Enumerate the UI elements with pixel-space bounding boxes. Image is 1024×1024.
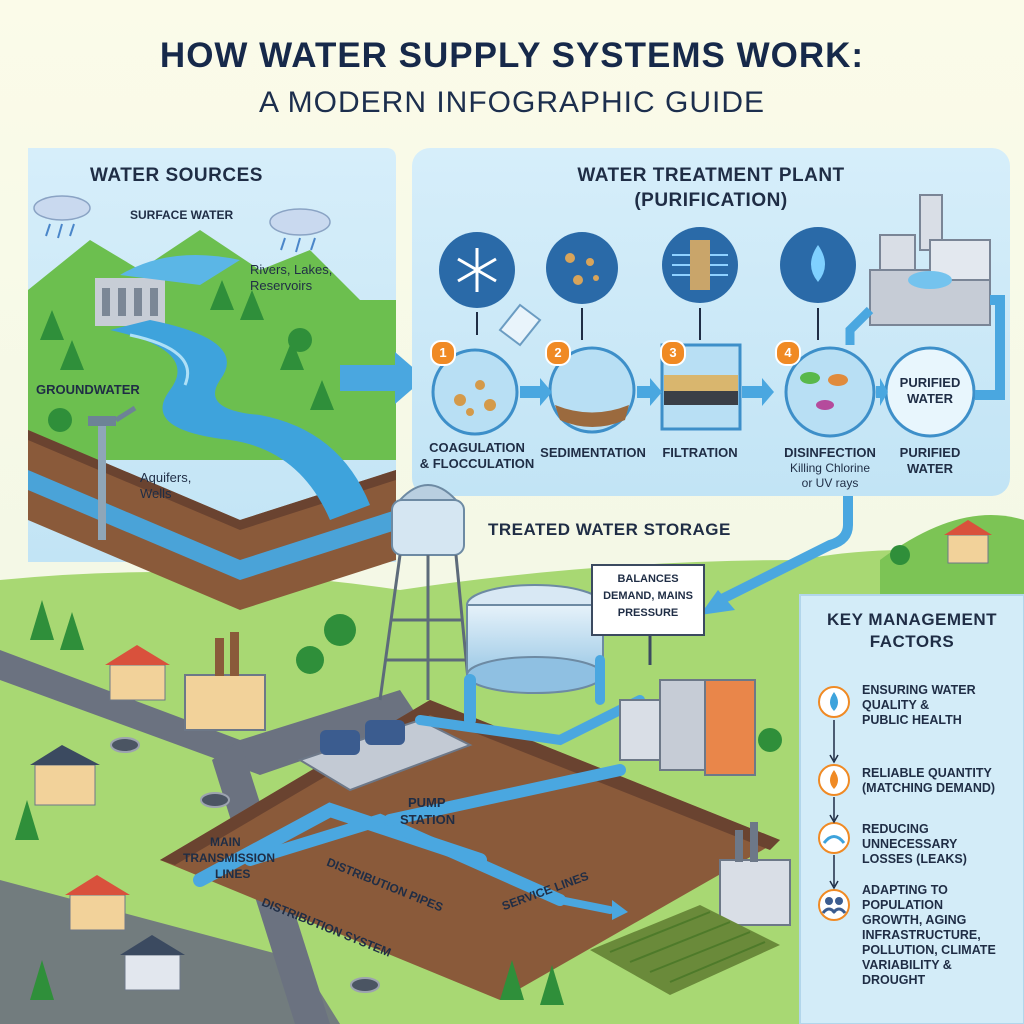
river <box>110 320 370 520</box>
factor-icons <box>818 686 850 921</box>
factors-heading-2: FACTORS <box>869 632 955 651</box>
bacteria-icon <box>800 372 848 410</box>
trees <box>40 280 334 432</box>
storage-tank <box>466 584 604 694</box>
filter-icon <box>662 227 738 303</box>
step-label-disinfection-detail-2: or UV rays <box>801 476 859 490</box>
step-number-4: 4 <box>775 340 801 366</box>
step-number-3: 3 <box>660 340 686 366</box>
river-highlight <box>129 333 190 386</box>
factory <box>184 632 791 926</box>
pipe <box>717 496 853 605</box>
rain <box>45 223 316 253</box>
treatment-subheading: (PURIFICATION) <box>634 190 788 211</box>
step-arrows <box>476 308 819 340</box>
purified-label-2: WATER <box>907 461 953 476</box>
distribution-pipes <box>193 655 645 914</box>
snowflake-icon <box>439 232 515 308</box>
storage-sign-line1: BALANCES <box>617 573 679 585</box>
storage-sign <box>591 564 705 636</box>
storage-heading: TREATED WATER STORAGE <box>488 520 731 539</box>
factor-arrows <box>829 720 839 890</box>
main-lines-label-2: TRANSMISSION <box>183 851 276 865</box>
step-label-disinfection: DISINFECTION <box>784 445 876 460</box>
step-label-filtration: FILTRATION <box>662 445 738 460</box>
particles-icon <box>546 232 618 304</box>
manhole-icon <box>110 737 380 993</box>
step-label-flocculation: & FLOCCULATION <box>419 456 535 471</box>
groundwater-label: GROUNDWATER <box>36 382 140 397</box>
factor-losses: REDUCING UNNECESSARY LOSSES (LEAKS) <box>862 822 967 866</box>
pump-station <box>297 718 473 792</box>
main-lines-label-1: MAIN <box>210 835 241 849</box>
factor-quantity: RELIABLE QUANTITY (MATCHING DEMAND) <box>862 766 996 795</box>
rivers-label: Rivers, Lakes, Reservoirs <box>250 262 333 293</box>
step-label-sedimentation: SEDIMENTATION <box>540 445 646 460</box>
step-number-1: 1 <box>430 340 456 366</box>
water-tower <box>378 484 472 701</box>
trees <box>15 545 910 1005</box>
surface-water-label: SURFACE WATER <box>130 208 234 222</box>
dam-gates <box>102 288 158 316</box>
process-circles <box>431 346 976 438</box>
pump-label-2: STATION <box>400 812 456 827</box>
page-title: HOW WATER SUPPLY SYSTEMS WORK: <box>159 36 865 75</box>
flow-arrow <box>340 352 425 404</box>
factors-heading: KEY MANAGEMENT <box>826 610 998 629</box>
storage-sign-line3: PRESSURE <box>617 607 679 619</box>
factor-adapting: ADAPTING TO POPULATION GROWTH, AGING INF… <box>862 883 996 987</box>
droplet-icon <box>780 227 856 303</box>
pipe <box>975 295 1005 400</box>
process-arrows <box>520 378 888 406</box>
well-pump-icon <box>88 405 137 540</box>
houses <box>30 520 992 991</box>
filtration-box <box>660 343 742 431</box>
step-number-2: 2 <box>545 340 571 366</box>
road <box>0 650 420 775</box>
reservoir <box>120 255 240 285</box>
aquifer-layer <box>28 470 396 580</box>
page-subtitle: A MODERN INFOGRAPHIC GUIDE <box>258 86 766 119</box>
step-label-coagulation: COAGULATION <box>429 440 525 455</box>
pipe <box>845 306 874 345</box>
purified-circle-label: PURIFIED WATER <box>899 375 961 406</box>
treatment-plant-building <box>869 194 991 326</box>
pipe-arrow <box>700 590 735 615</box>
step-label-disinfection-detail: Killing Chlorine <box>789 461 871 475</box>
sediment <box>555 405 629 427</box>
purified-label-1: PURIFIED <box>899 445 961 460</box>
storage-sign-line2: DEMAND, MAINS <box>603 590 693 602</box>
main-lines-label-3: LINES <box>215 867 251 881</box>
farm-field <box>590 905 780 995</box>
city-buildings <box>619 679 756 776</box>
floc-particles <box>454 380 496 416</box>
factor-quality: ENSURING WATER QUALITY & PUBLIC HEALTH <box>862 683 976 727</box>
treatment-heading: WATER TREATMENT PLANT <box>577 165 845 186</box>
sources-heading: WATER SOURCES <box>90 165 263 186</box>
soil-top <box>28 430 396 530</box>
factors-panel <box>799 594 1024 1024</box>
cloud-icon <box>33 195 331 236</box>
pump-label-1: PUMP <box>408 795 446 810</box>
chemical-dropper <box>498 303 542 347</box>
aquifers-label: Aquifers, Wells <box>140 470 192 501</box>
